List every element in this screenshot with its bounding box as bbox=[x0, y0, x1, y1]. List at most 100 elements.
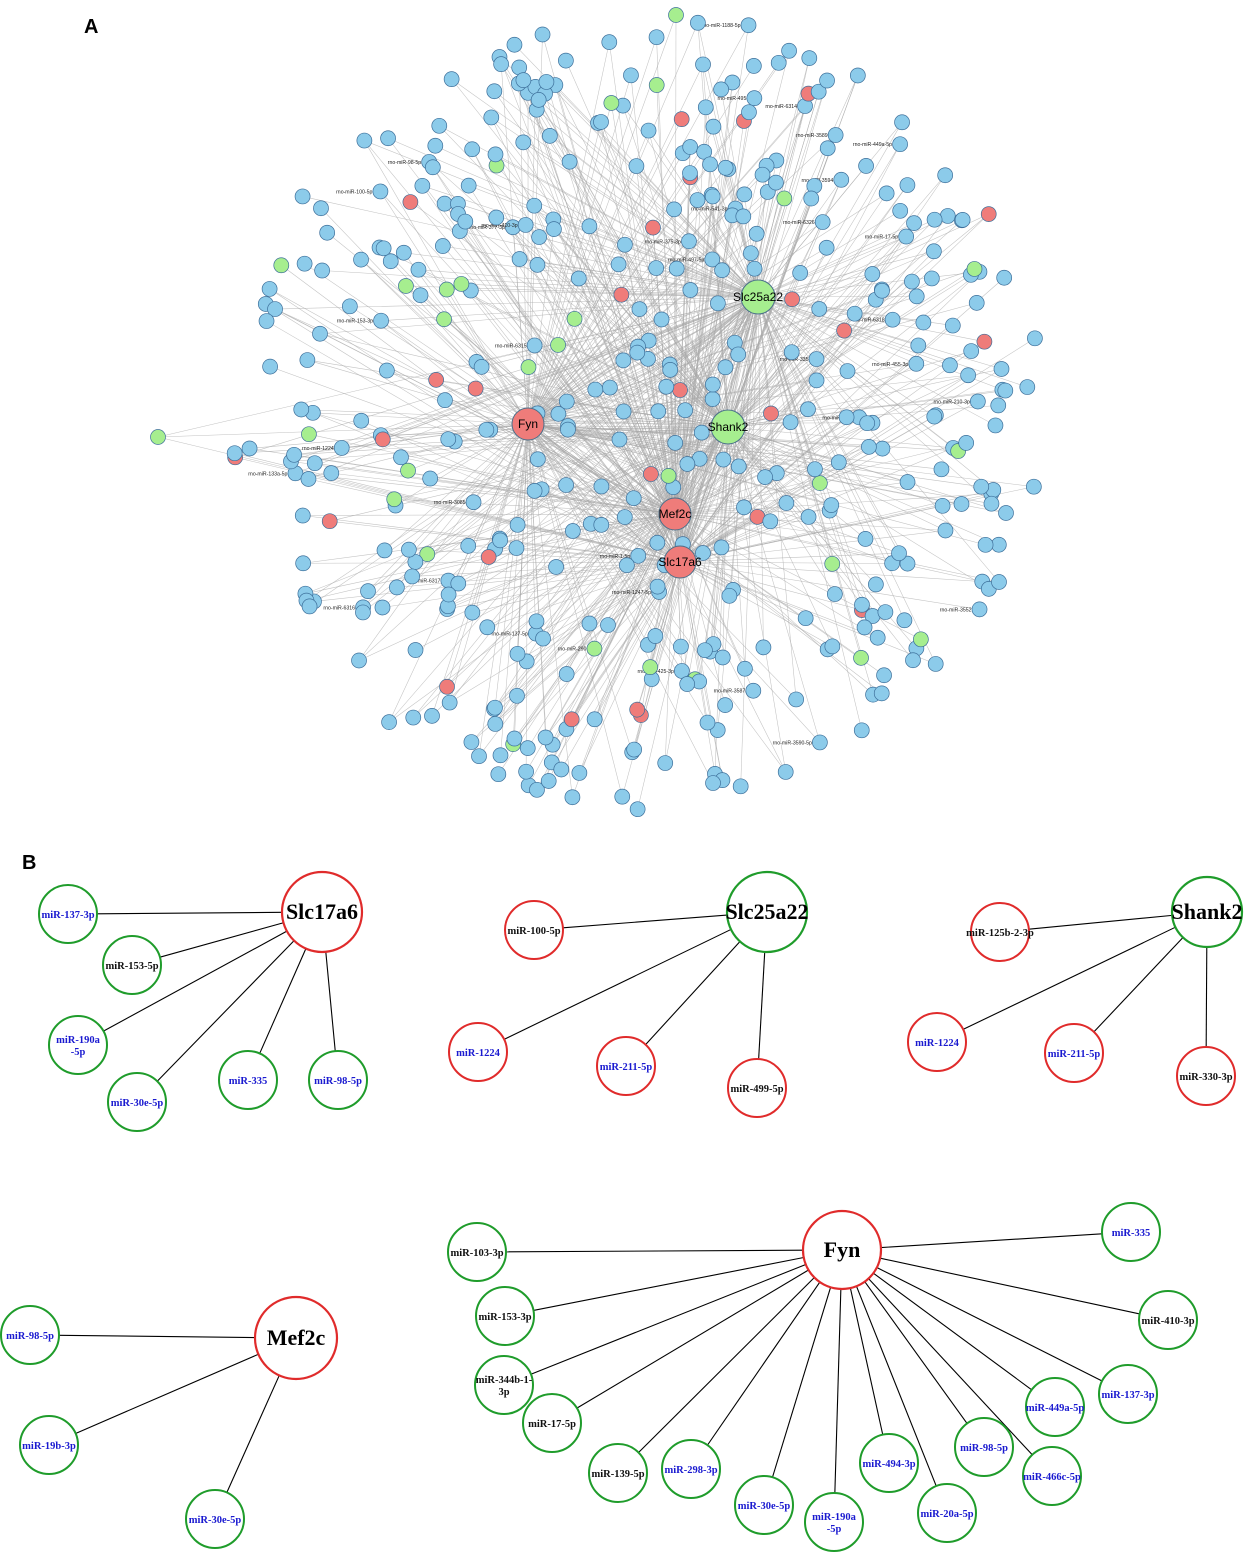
mirna-node bbox=[717, 359, 734, 376]
mirna-node bbox=[980, 206, 997, 222]
mirna-node bbox=[647, 628, 664, 644]
gene-hub-label: Slc17a6 bbox=[658, 555, 702, 569]
network-edge bbox=[495, 154, 759, 298]
mirna-node bbox=[535, 630, 551, 647]
mirna-node bbox=[571, 765, 588, 781]
mirna-node bbox=[460, 177, 477, 194]
mirna-node bbox=[473, 359, 490, 375]
mirna-node bbox=[827, 127, 844, 143]
mirna-node bbox=[410, 261, 427, 278]
mirna-node bbox=[615, 403, 632, 420]
mirna-node bbox=[996, 269, 1013, 286]
network-edge bbox=[757, 296, 994, 491]
mirna-node bbox=[294, 188, 311, 205]
mirna-node bbox=[923, 270, 940, 287]
gene-label: Slc25a22 bbox=[725, 899, 808, 924]
mirna-node bbox=[374, 431, 391, 448]
mirna-node bbox=[487, 146, 504, 163]
mirna-node bbox=[546, 221, 562, 237]
network-edge bbox=[449, 561, 681, 703]
mirna-node bbox=[226, 445, 243, 462]
interaction-edge bbox=[645, 941, 741, 1045]
mirna-node bbox=[414, 177, 431, 194]
mirna-node bbox=[450, 575, 467, 592]
network-edge bbox=[757, 296, 951, 366]
mirna-label: miR-19b-3p bbox=[22, 1441, 76, 1452]
mirna-node bbox=[727, 1058, 787, 1118]
network-edge bbox=[757, 296, 900, 554]
mirna-node-label: rno-miR-100-5p bbox=[336, 189, 372, 195]
mirna-node bbox=[19, 1415, 79, 1475]
mirna-node bbox=[381, 714, 397, 730]
mirna-label: miR-98-5p bbox=[314, 1076, 362, 1087]
network-edge bbox=[360, 259, 529, 425]
network-edge bbox=[637, 426, 729, 810]
mirna-node-label: rno-miR-17-5p bbox=[865, 235, 899, 241]
mirna-node bbox=[899, 555, 916, 572]
interaction-edge bbox=[58, 1334, 256, 1339]
mirna-node bbox=[542, 127, 558, 144]
mirna-node bbox=[463, 734, 480, 750]
subnetwork-slc17a6: Slc17a6miR-137-3pmiR-153-5pmiR-190a-5pmi… bbox=[38, 870, 368, 1132]
network-edge bbox=[486, 429, 676, 515]
mirna-node bbox=[814, 214, 831, 230]
mirna-node bbox=[830, 454, 847, 471]
mirna-node bbox=[405, 709, 422, 726]
network-edge bbox=[600, 121, 729, 428]
mirna-node bbox=[241, 440, 258, 457]
mirna-node bbox=[448, 1022, 508, 1082]
network-edge bbox=[488, 426, 729, 558]
mirna-node bbox=[800, 509, 817, 525]
mirna-node bbox=[600, 617, 616, 633]
mirna-node bbox=[628, 158, 645, 174]
mirna-node bbox=[690, 14, 706, 31]
interaction-edge bbox=[834, 1288, 842, 1494]
mirna-node bbox=[763, 405, 779, 422]
network-edge bbox=[727, 426, 786, 773]
mirna-node bbox=[301, 598, 318, 615]
mirna-node bbox=[509, 516, 526, 533]
interaction-edge bbox=[873, 1272, 1032, 1391]
network-edge bbox=[527, 423, 1007, 514]
interaction-edge bbox=[638, 1277, 815, 1453]
mirna-node-label: rno-miR-3587 bbox=[714, 689, 746, 695]
network-edge bbox=[757, 296, 992, 504]
mirna-node bbox=[781, 42, 797, 59]
mirna-node bbox=[398, 278, 414, 294]
mirna-label: miR-1224 bbox=[915, 1038, 959, 1049]
interaction-edge bbox=[880, 1233, 1103, 1249]
mirna-node bbox=[917, 1483, 977, 1543]
mirna-node-label: rno-miR-3589 bbox=[796, 133, 828, 139]
mirna-node bbox=[504, 900, 564, 960]
mirna-node bbox=[480, 549, 497, 565]
mirna-node bbox=[858, 158, 874, 174]
network-edge bbox=[447, 513, 676, 607]
gene-hub-node bbox=[511, 407, 545, 441]
mirna-node bbox=[958, 435, 975, 451]
interaction-edge bbox=[75, 1353, 259, 1434]
mirna-node bbox=[300, 471, 317, 487]
network-edge bbox=[380, 191, 676, 515]
mirna-label: miR-30e-5p bbox=[189, 1515, 242, 1526]
mirna-node bbox=[1138, 1290, 1198, 1350]
mirna-node-label: rno-miR-1-5p bbox=[600, 554, 631, 560]
mirna-node bbox=[737, 660, 753, 677]
mirna-node-label: rno-miR-335 bbox=[780, 357, 809, 363]
panel-b-letter: B bbox=[22, 852, 36, 874]
mirna-label: miR-137-3p bbox=[1101, 1390, 1154, 1401]
mirna-node bbox=[642, 659, 659, 675]
network-edge bbox=[757, 251, 934, 298]
mirna-node bbox=[653, 311, 670, 328]
network-edge bbox=[516, 296, 759, 549]
network-edge bbox=[358, 296, 759, 661]
network-edge bbox=[527, 423, 651, 475]
mirna-node bbox=[878, 185, 895, 202]
mirna-node bbox=[754, 166, 771, 183]
mirna-node bbox=[746, 90, 763, 107]
mirna-node bbox=[697, 642, 713, 659]
network-edge bbox=[527, 119, 682, 425]
network-edge bbox=[757, 296, 959, 452]
mirna-node bbox=[586, 711, 603, 728]
gene-node bbox=[280, 870, 364, 954]
network-edge bbox=[727, 426, 914, 661]
